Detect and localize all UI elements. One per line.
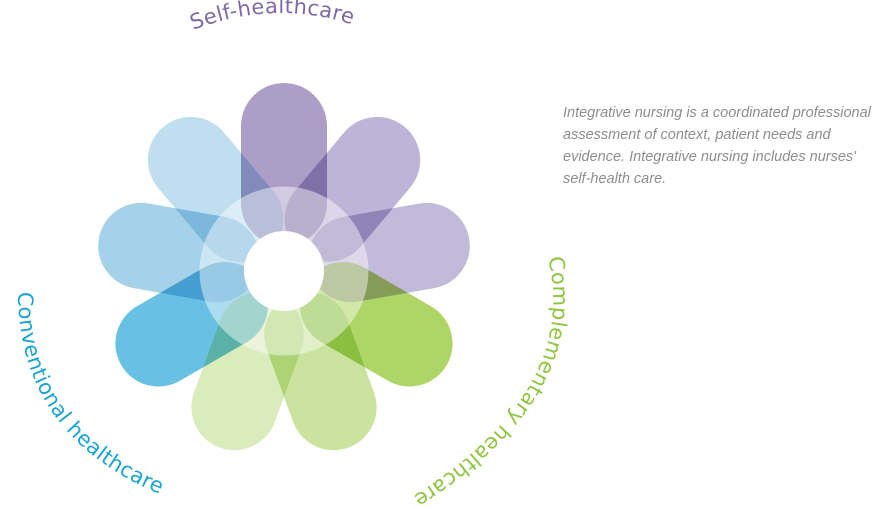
label-self-healthcare: Self-healthcare [187,0,358,35]
petal-complementary-1 [299,262,453,387]
description-text: Integrative nursing is a coordinated pro… [563,105,871,187]
petal-conventional-3 [147,116,284,262]
center-hub [244,231,324,311]
petal-group [98,83,470,451]
center-ring [199,186,369,356]
label-complementary-healthcare: Complementary healthcare [410,254,573,509]
petal-self-2 [284,116,421,262]
